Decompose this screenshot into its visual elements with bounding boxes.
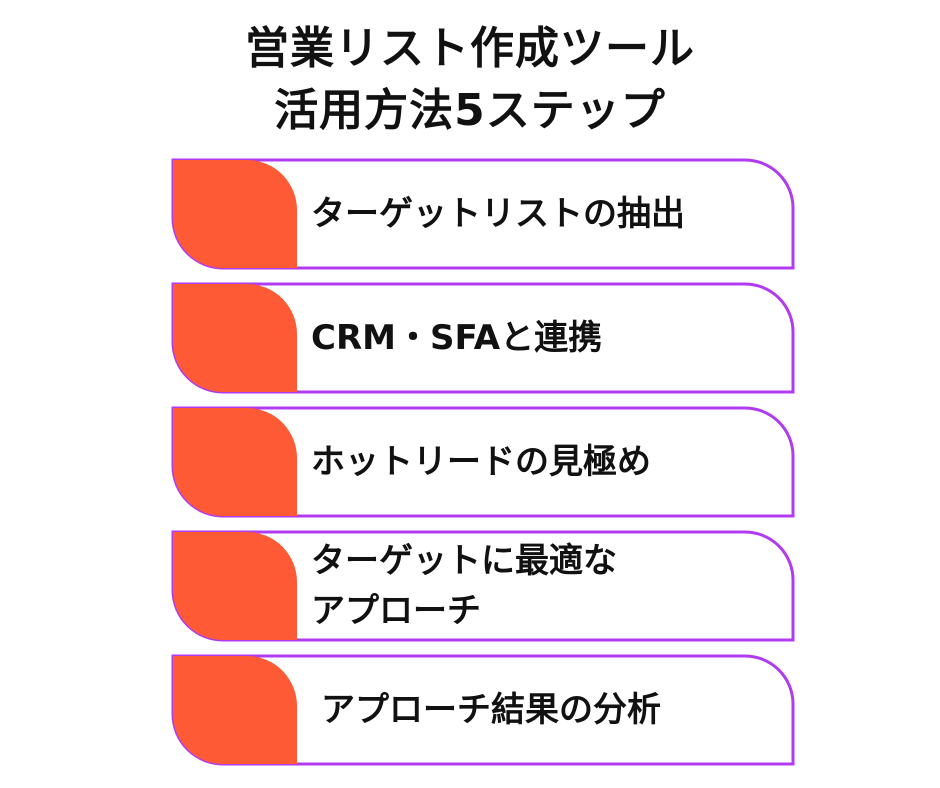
step-item-4: ターゲットに最適な アプローチ <box>171 530 795 642</box>
step-accent-block <box>173 160 297 268</box>
step-label: アプローチ結果の分析 <box>321 690 661 730</box>
step-card-5 <box>171 654 795 766</box>
step-item-5: アプローチ結果の分析 <box>171 654 795 766</box>
step-item-2: CRM・SFAと連携 <box>171 282 795 394</box>
step-label: ターゲットに最適な アプローチ <box>311 541 617 631</box>
step-label: ターゲットリストの抽出 <box>311 194 685 234</box>
page-title: 営業リスト作成ツール 活用方法5ステップ <box>0 18 940 142</box>
step-item-1: ターゲットリストの抽出 <box>171 158 795 270</box>
step-card-3 <box>171 406 795 518</box>
step-label: ホットリードの見極め <box>311 442 651 482</box>
step-accent-block <box>173 656 297 764</box>
step-accent-block <box>173 532 297 640</box>
title-line-2: 活用方法5ステップ <box>274 85 666 136</box>
step-card-2 <box>171 282 795 394</box>
step-label: CRM・SFAと連携 <box>311 318 603 358</box>
title-line-1: 営業リスト作成ツール <box>245 23 695 74</box>
step-card-4 <box>171 530 795 642</box>
step-accent-block <box>173 284 297 392</box>
step-accent-block <box>173 408 297 516</box>
step-item-3: ホットリードの見極め <box>171 406 795 518</box>
step-card-1 <box>171 158 795 270</box>
step-list: ターゲットリストの抽出 CRM・SFAと連携 ホットリードの見極め ターゲットに… <box>171 158 795 778</box>
